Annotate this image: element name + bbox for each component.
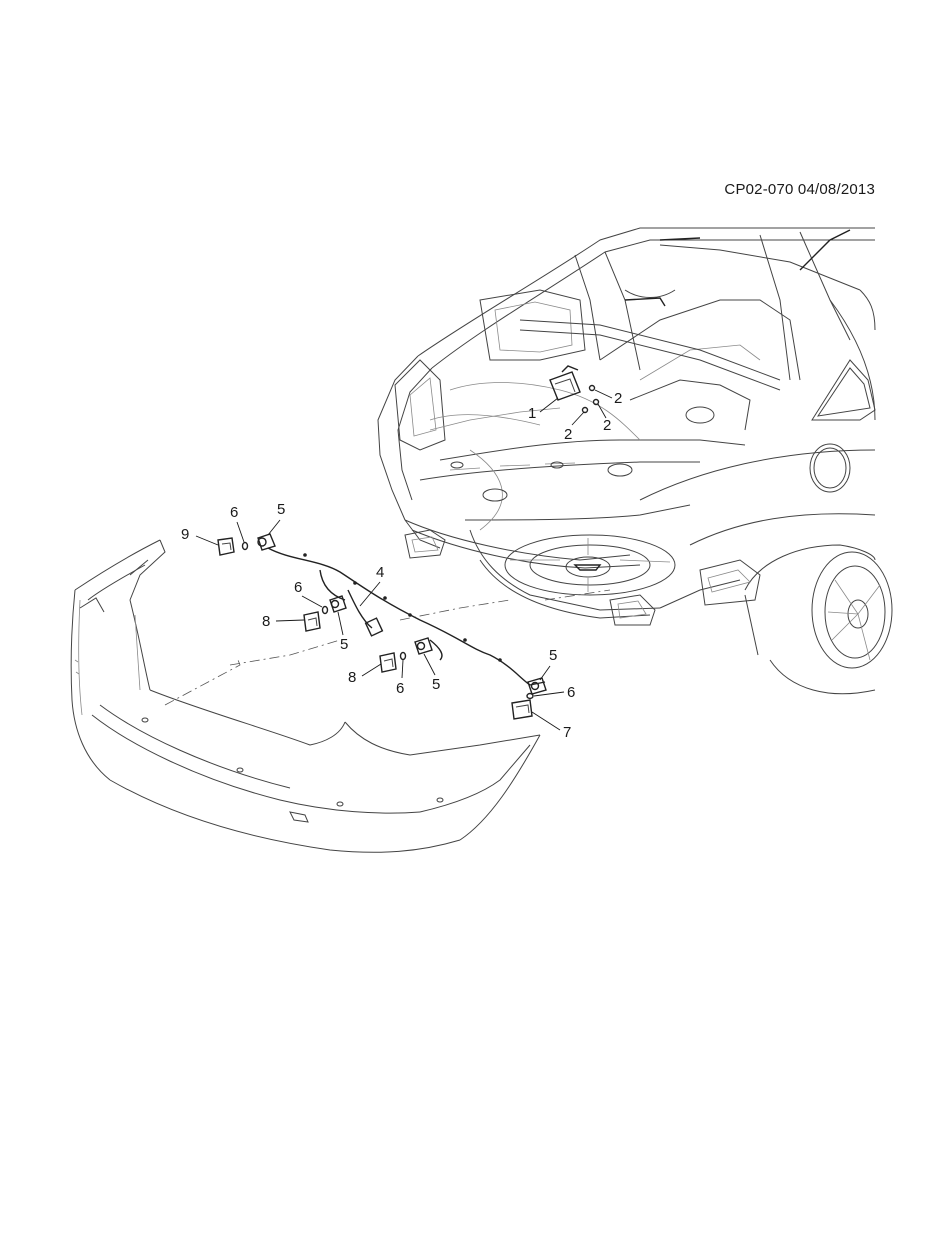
svg-text:5: 5	[432, 676, 440, 693]
callout-2c: 2	[564, 411, 585, 443]
callout-6c: 6	[396, 659, 404, 697]
svg-text:5: 5	[549, 647, 557, 664]
svg-text:5: 5	[340, 636, 348, 653]
svg-text:6: 6	[396, 680, 404, 697]
svg-text:1: 1	[528, 405, 536, 422]
callout-2a: 2	[594, 389, 622, 407]
callout-2b: 2	[597, 403, 611, 434]
callouts: 1 2 2 2 4 5 5 5 5 6 6 6 6 7 8 8 9	[181, 389, 622, 741]
svg-text:2: 2	[564, 426, 572, 443]
callout-1: 1	[528, 397, 559, 422]
svg-text:2: 2	[614, 390, 622, 407]
callout-5c: 5	[423, 653, 440, 693]
callout-5a: 5	[267, 501, 285, 536]
callout-5b: 5	[337, 611, 348, 653]
svg-text:2: 2	[603, 417, 611, 434]
vehicle-body	[377, 227, 893, 695]
parking-assist-module	[549, 365, 600, 414]
callout-8a: 8	[262, 613, 305, 630]
callout-6d: 6	[533, 684, 575, 701]
callout-6a: 6	[230, 504, 245, 543]
callout-6b: 6	[294, 579, 323, 608]
svg-text:7: 7	[563, 724, 571, 741]
svg-text:9: 9	[181, 526, 189, 543]
svg-text:4: 4	[376, 564, 384, 581]
svg-text:8: 8	[262, 613, 270, 630]
svg-text:6: 6	[294, 579, 302, 596]
drawing-code: CP02-070 04/08/2013	[724, 181, 875, 198]
svg-text:6: 6	[230, 504, 238, 521]
rear-bumper-fascia	[70, 539, 541, 853]
callout-8b: 8	[348, 663, 382, 686]
callout-9: 9	[181, 526, 219, 546]
wiring-harness	[267, 547, 546, 686]
sensor-components	[217, 533, 547, 720]
svg-text:8: 8	[348, 669, 356, 686]
svg-text:5: 5	[277, 501, 285, 518]
install-lines	[164, 589, 611, 706]
callout-7: 7	[531, 711, 571, 741]
svg-text:6: 6	[567, 684, 575, 701]
callout-5d: 5	[539, 647, 557, 681]
callout-4: 4	[359, 564, 384, 607]
